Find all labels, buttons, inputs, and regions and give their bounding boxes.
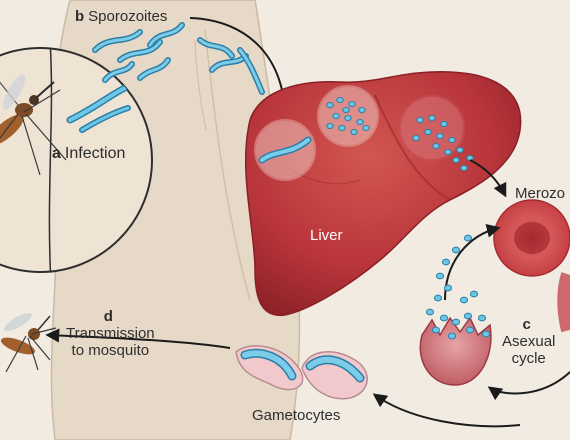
merozoite-dot xyxy=(332,112,340,120)
sporozoite-injection xyxy=(66,84,131,133)
merozoite-dot xyxy=(436,132,444,140)
label-transmission-letter: d xyxy=(103,308,113,325)
mosquito-icon xyxy=(0,312,57,373)
merozoite-dot xyxy=(344,114,352,122)
arrow-transmission-to-mosquito xyxy=(45,328,231,349)
merozoite-dot xyxy=(433,294,443,302)
liver xyxy=(245,71,522,316)
hepatocyte-merozoites xyxy=(326,96,474,172)
label-asexual-line2: cycle xyxy=(511,350,546,367)
merozoite-dot xyxy=(431,326,441,334)
merozoite-dot xyxy=(465,326,475,334)
arrow-asexual-cycle xyxy=(487,371,570,401)
label-transmission-line2: to mosquito xyxy=(71,342,150,359)
merozoite-dot xyxy=(358,106,366,114)
merozoite-dot xyxy=(463,312,473,320)
label-gametocytes: Gametocytes xyxy=(252,408,340,423)
label-merozoites: Merozo xyxy=(515,186,565,201)
merozoite-dot xyxy=(463,234,473,242)
merozoite-dot xyxy=(326,101,334,109)
merozoite-dot xyxy=(444,148,452,156)
merozoite-dot xyxy=(481,330,491,338)
infection-inset xyxy=(0,47,153,273)
merozoite-dot xyxy=(342,106,350,114)
gametocyte-2 xyxy=(301,351,368,400)
merozoite-dot xyxy=(459,296,469,304)
merozoite-dot xyxy=(338,124,346,132)
merozoite-dot xyxy=(428,114,436,122)
merozoite-dot xyxy=(456,146,464,154)
bursting-red-blood-cell xyxy=(419,316,492,386)
label-liver: Liver xyxy=(310,228,343,243)
merozoite-dot xyxy=(356,118,364,126)
merozoite-dot xyxy=(416,116,424,124)
arrow-to-gametocytes xyxy=(372,393,521,428)
merozoite-dot xyxy=(432,142,440,150)
merozoite-dot xyxy=(451,318,461,326)
label-infection-letter: a xyxy=(52,145,61,162)
label-transmission-line1: Transmission xyxy=(66,325,155,342)
merozoite-dot xyxy=(424,128,432,136)
merozoite-dot xyxy=(466,154,474,162)
merozoite-dot xyxy=(326,122,334,130)
infected-hepatocyte-1 xyxy=(254,119,316,181)
merozoite-dot xyxy=(412,134,420,142)
merozoite-dot xyxy=(441,258,451,266)
label-sporozoites-letter: b xyxy=(75,8,85,25)
label-liver-text: Liver xyxy=(310,227,343,244)
merozoite-dot xyxy=(362,124,370,132)
label-asexual-letter: c xyxy=(522,316,531,333)
merozoite-dot xyxy=(336,96,344,104)
merozoite-dot xyxy=(460,164,468,172)
merozoite-dot xyxy=(448,136,456,144)
merozoite-dot xyxy=(477,314,487,322)
merozoite-dot xyxy=(447,332,457,340)
gametocyte-1 xyxy=(235,345,304,391)
merozoite-dot xyxy=(440,120,448,128)
label-asexual-cycle: c Asexual cycle xyxy=(502,316,555,367)
merozoite-dot xyxy=(425,308,435,316)
merozoite-dot xyxy=(350,128,358,136)
infected-hepatocyte-3 xyxy=(399,95,465,161)
mosquito-feeding-icon xyxy=(0,69,67,176)
label-merozoites-text: Merozo xyxy=(515,185,566,202)
merozoite-dot xyxy=(452,156,460,164)
merozoite-dot xyxy=(443,284,453,292)
released-merozoites xyxy=(425,234,491,340)
red-blood-cell xyxy=(493,199,570,277)
label-infection-text: Infection xyxy=(64,145,126,162)
label-asexual-line1: Asexual xyxy=(502,333,556,350)
label-transmission: d Transmission to mosquito xyxy=(66,308,155,359)
label-gametocytes-text: Gametocytes xyxy=(252,407,341,424)
merozoite-dot xyxy=(348,100,356,108)
merozoite-dot xyxy=(435,272,445,280)
label-sporozoites-text: Sporozoites xyxy=(88,8,168,25)
merozoite-dot xyxy=(469,290,479,298)
arrow-liver-to-merozoites xyxy=(469,159,507,198)
merozoite-dot xyxy=(439,314,449,322)
sporozoites-group xyxy=(92,22,265,95)
merozoite-dot xyxy=(451,246,461,254)
